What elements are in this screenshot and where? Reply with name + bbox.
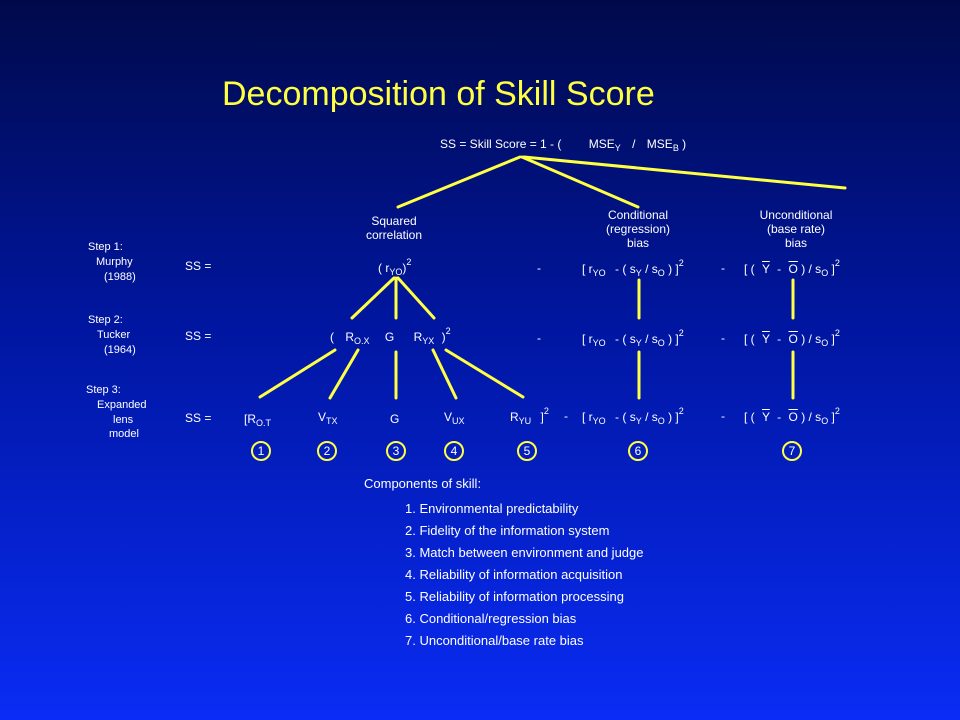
component-marker-1: 1 — [251, 441, 271, 461]
header-conditional-bias: Conditional(regression)bias — [605, 208, 671, 250]
skill-score-formula: SS = Skill Score = 1 - ( MSEY / MSEB ) — [440, 137, 687, 153]
component-marker-5: 5 — [517, 441, 537, 461]
component-item-6: 6. Conditional/regression bias — [405, 611, 577, 626]
minus-sign: - — [721, 261, 725, 275]
component-item-1: 1. Environmental predictability — [405, 501, 579, 516]
conditional-bias-term-step-1: [ rYO - ( sY / sO ) ]2 — [582, 258, 684, 278]
minus-sign: - — [537, 261, 541, 275]
step-1-label: Step 1: Murphy (1988) — [88, 241, 136, 283]
page-title: Decomposition of Skill Score — [222, 75, 655, 113]
component-item-5: 5. Reliability of information processing — [405, 589, 624, 604]
component-marker-3: 3 — [386, 441, 406, 461]
term-v-ux: VUX — [444, 410, 465, 426]
conditional-bias-term-step-2: [ rYO - ( sY / sO ) ]2 — [582, 328, 684, 348]
squared-correlation-term: ( rYO)2 — [378, 257, 412, 277]
component-item-7: 7. Unconditional/base rate bias — [405, 633, 584, 648]
header-unconditional-bias: Unconditional(base rate)bias — [759, 208, 833, 250]
component-item-2: 2. Fidelity of the information system — [405, 523, 610, 538]
component-item-3: 3. Match between environment and judge — [405, 545, 644, 560]
unconditional-bias-term-step-2: [ ( Y - O ) / sO ]2 — [744, 328, 840, 348]
step-3-label: Step 3: Expanded lens model — [86, 384, 147, 440]
term-r-ot: [RO.T — [244, 412, 271, 428]
connector-ss-to-squared — [396, 155, 522, 209]
component-marker-4: 4 — [444, 441, 464, 461]
term-g: G — [390, 412, 400, 426]
connector-ss-to-unconditional — [522, 155, 847, 190]
connector-ryx-to-ryu — [444, 348, 525, 399]
term-r-yu: RYU ]2 — [510, 406, 549, 426]
ss-label-step-3: SS = — [185, 411, 212, 425]
conditional-bias-term-step-3: [ rYO - ( sY / sO ) ]2 — [582, 406, 684, 426]
term-v-tx: VTX — [318, 410, 338, 426]
unconditional-bias-term-step-3: [ ( Y - O ) / sO ]2 — [744, 406, 840, 426]
connector-rox-to-rot — [258, 348, 337, 399]
minus-sign: - — [564, 409, 568, 423]
components-heading: Components of skill: — [364, 476, 482, 491]
connector-rox-to-vtx — [328, 348, 360, 400]
connector-r-to-ryx — [396, 276, 436, 320]
ss-label-step-2: SS = — [185, 329, 212, 343]
minus-sign: - — [721, 331, 725, 345]
component-marker-7: 7 — [782, 441, 802, 461]
connector-ryx-to-vux — [431, 348, 458, 400]
step-2-correlation-term: ( RO.X G RYX )2 — [330, 326, 451, 346]
connector-r-to-rox — [350, 276, 396, 320]
connector-ss-to-conditional — [520, 155, 640, 209]
unconditional-bias-term-step-1: [ ( Y - O ) / sO ]2 — [744, 258, 840, 278]
ss-label-step-1: SS = — [185, 259, 212, 273]
component-marker-6: 6 — [628, 441, 648, 461]
component-item-4: 4. Reliability of information acquisitio… — [405, 567, 623, 582]
minus-sign: - — [721, 409, 725, 423]
step-2-label: Step 2: Tucker (1964) — [88, 314, 136, 356]
component-marker-2: 2 — [317, 441, 337, 461]
minus-sign: - — [537, 331, 541, 345]
